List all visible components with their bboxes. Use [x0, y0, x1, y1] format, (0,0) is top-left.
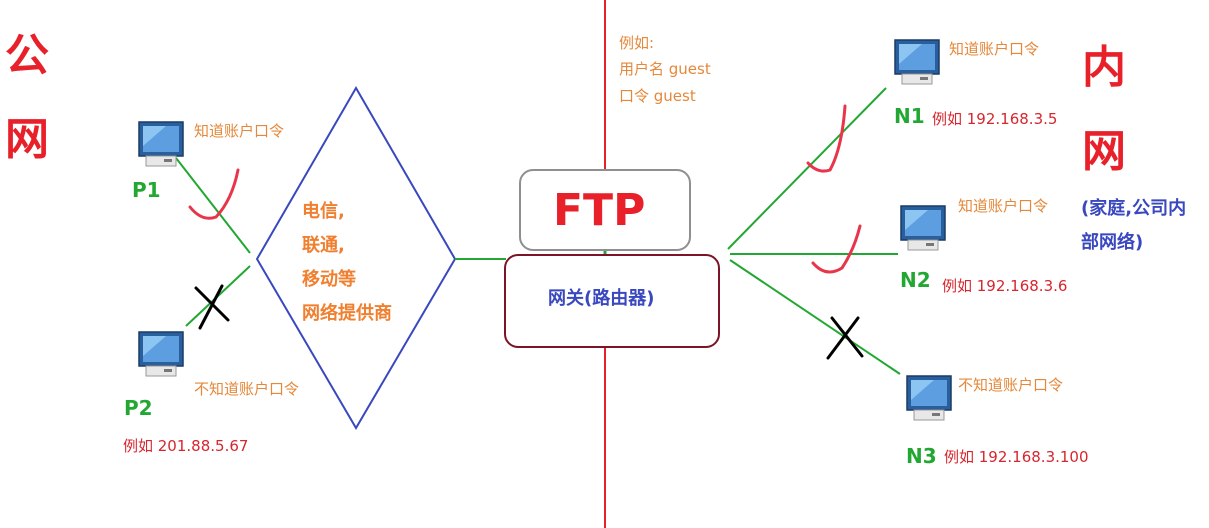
ftp-server-box[interactable]: FTP [519, 169, 691, 251]
credentials-line-1: 例如: [619, 34, 655, 52]
p2-ip: 例如 201.88.5.67 [123, 437, 249, 455]
computer-icon[interactable] [136, 120, 186, 170]
isp-diamond [255, 86, 457, 430]
computer-icon[interactable] [892, 38, 942, 88]
isp-line-3: 移动等 [302, 269, 356, 290]
intranet-desc-line1: (家庭,公司内 [1081, 198, 1187, 219]
n3-name: N3 [906, 444, 937, 468]
p2-note: 不知道账户口令 [194, 380, 300, 398]
intranet-desc-line2: 部网络) [1081, 232, 1144, 253]
credentials-line-3: 口令 guest [619, 87, 696, 105]
p2-name: P2 [124, 396, 153, 420]
computer-icon[interactable] [904, 374, 954, 424]
x-mark-p2 [194, 284, 230, 330]
ftp-label: FTP [553, 185, 646, 236]
n1-name: N1 [894, 104, 925, 128]
n2-name: N2 [900, 268, 931, 292]
public-net-title-2: 网 [5, 114, 49, 165]
check-mark-n2 [811, 224, 862, 274]
isp-line-2: 联通, [302, 235, 345, 256]
computer-icon[interactable] [898, 204, 948, 254]
link-n3 [729, 259, 901, 375]
isp-line-1: 电信, [302, 201, 345, 222]
credentials-line-2: 用户名 guest [619, 60, 711, 78]
public-net-title-1: 公 [5, 30, 49, 81]
n1-ip: 例如 192.168.3.5 [932, 110, 1058, 128]
check-mark-p1 [188, 168, 240, 220]
n3-ip: 例如 192.168.3.100 [944, 448, 1089, 466]
link-p1 [175, 157, 251, 254]
x-mark-n3 [826, 316, 864, 360]
intranet-title-1: 内 [1082, 42, 1126, 93]
n2-note: 知道账户口令 [958, 197, 1049, 215]
p1-name: P1 [132, 178, 161, 202]
p1-note: 知道账户口令 [194, 122, 285, 140]
n1-note: 知道账户口令 [949, 40, 1040, 58]
check-mark-n1 [806, 104, 847, 173]
n3-note: 不知道账户口令 [958, 376, 1064, 394]
isp-line-4: 网络提供商 [302, 303, 392, 324]
computer-icon[interactable] [136, 330, 186, 380]
gateway-box[interactable]: 网关(路由器) [504, 254, 720, 348]
link-n1 [727, 87, 887, 250]
n2-ip: 例如 192.168.3.6 [942, 277, 1068, 295]
gateway-label: 网关(路由器) [548, 288, 655, 309]
intranet-title-2: 网 [1082, 126, 1126, 177]
